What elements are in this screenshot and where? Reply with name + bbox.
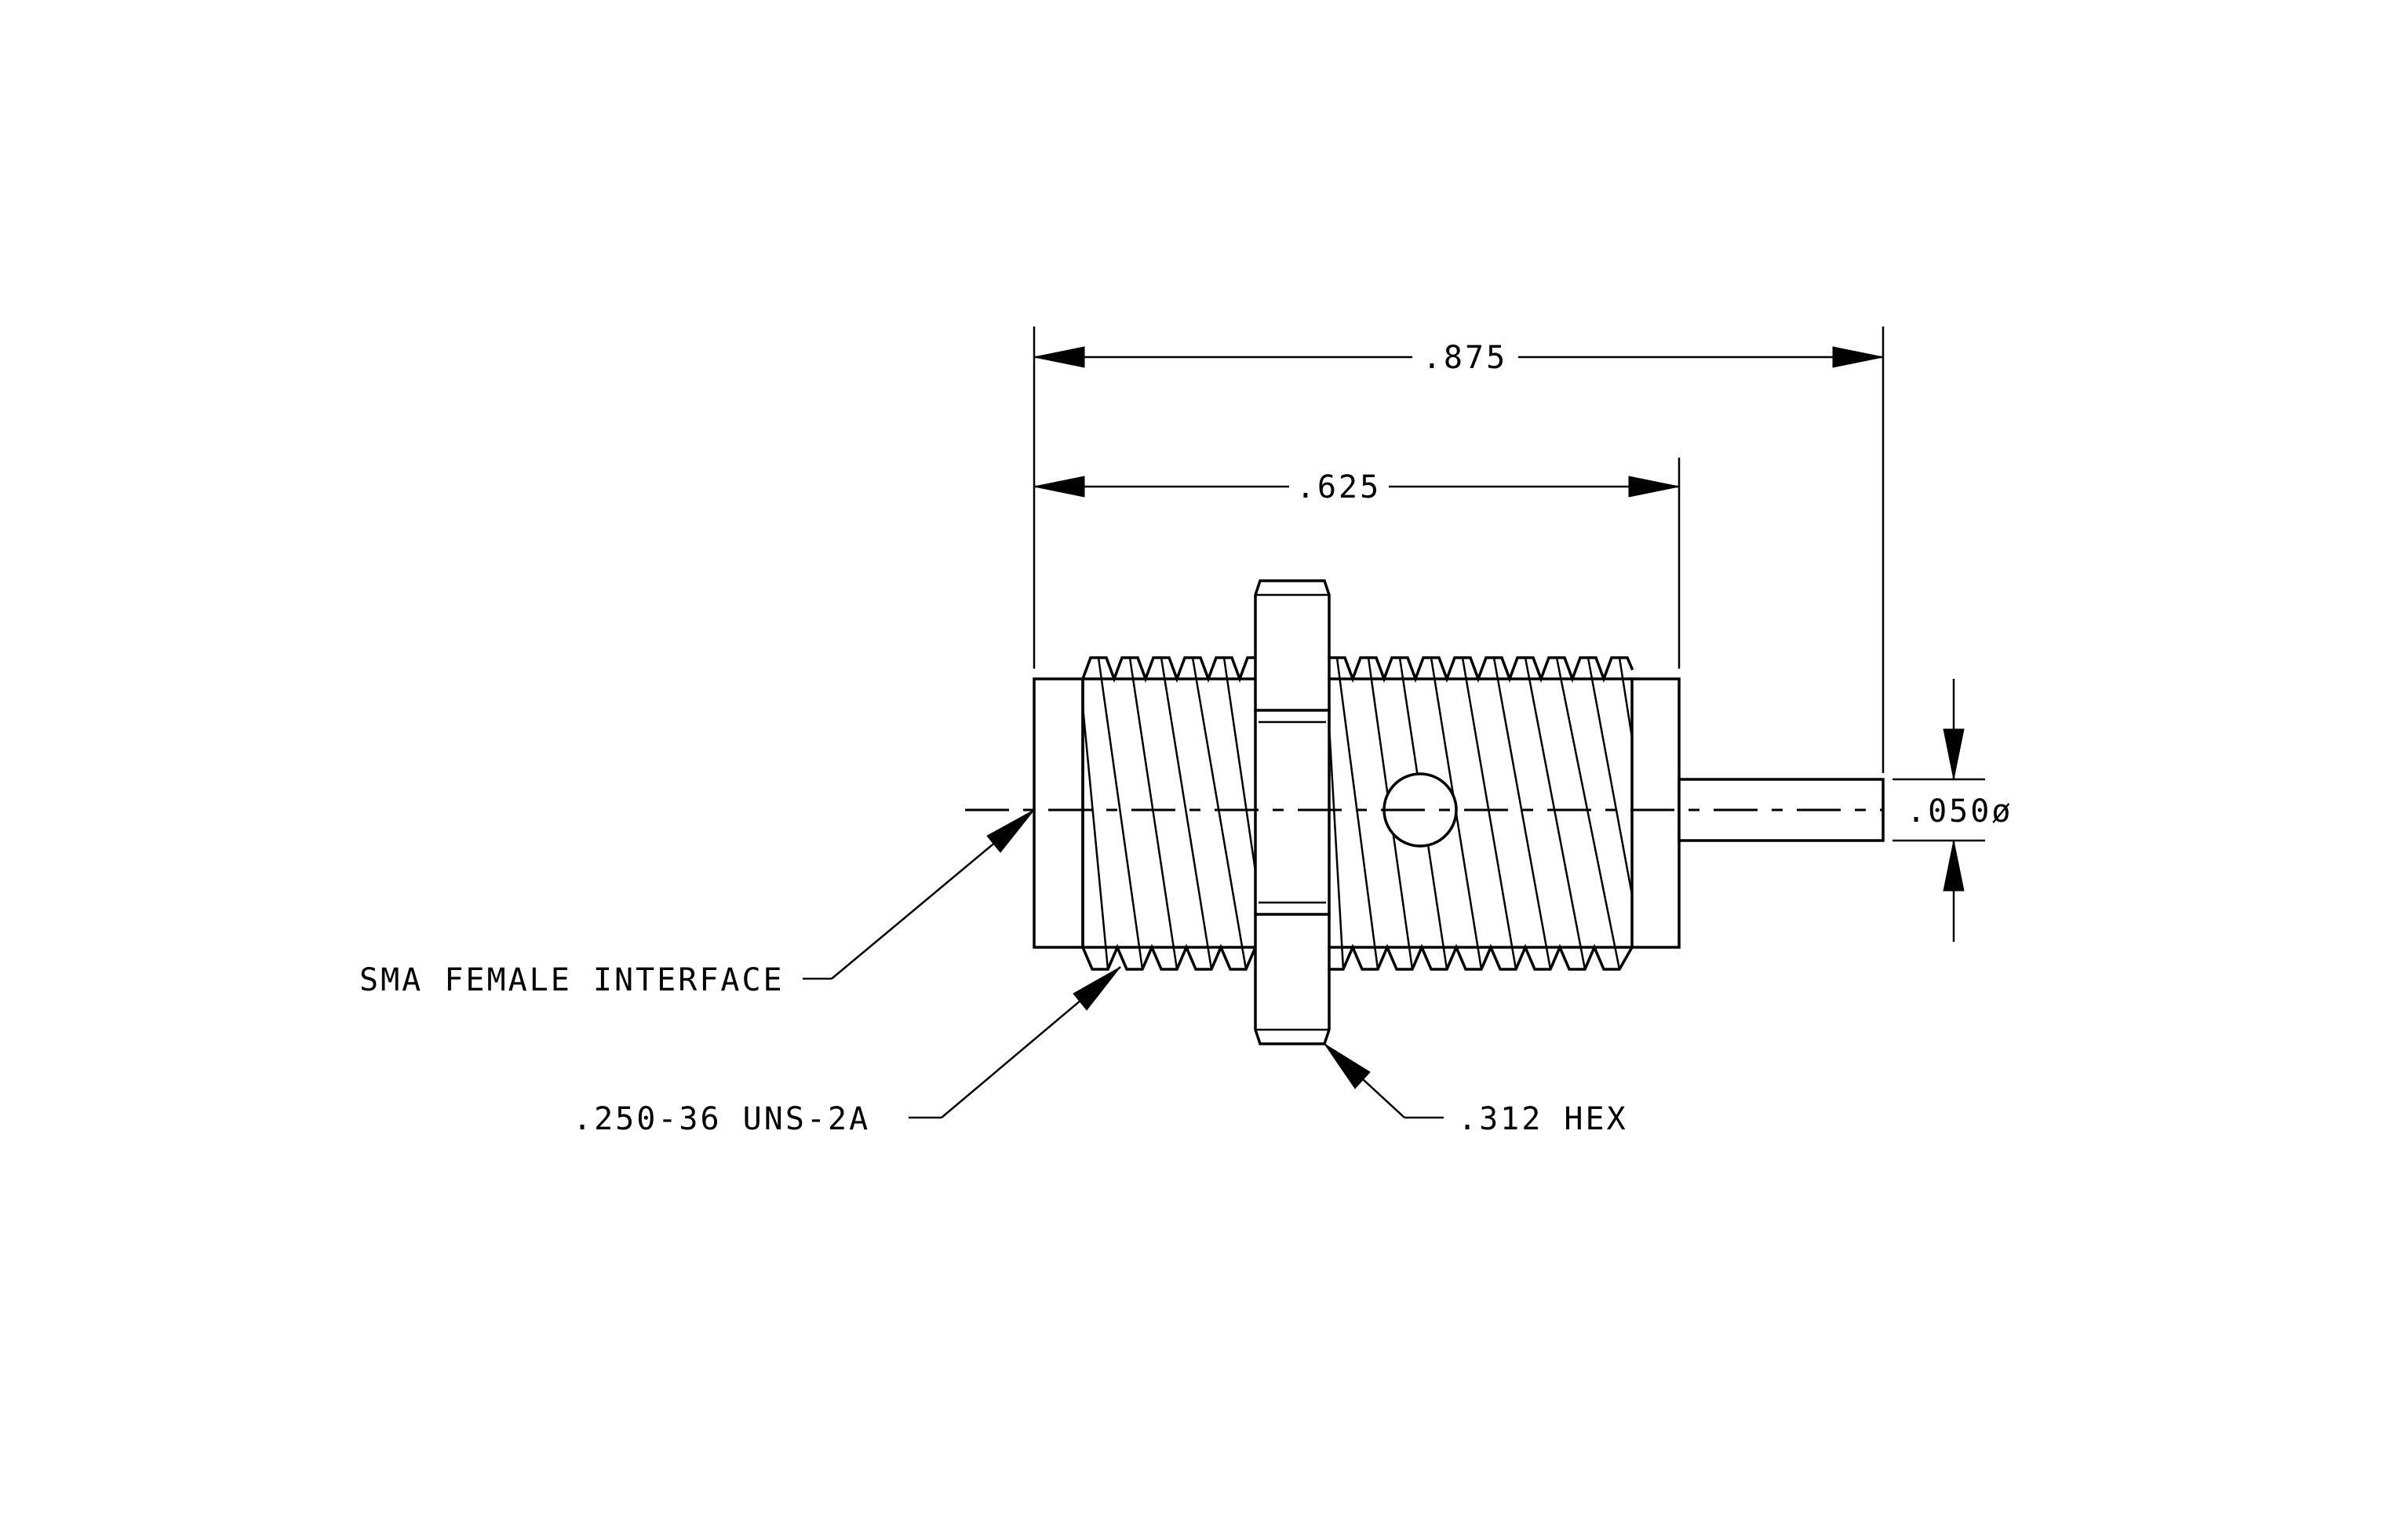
callout-hex-label: .312 HEX [1458,1101,1628,1137]
hex-nut [1254,579,1331,1045]
rear-flange [1630,677,1681,949]
dimension-overall-length: .875 [1033,326,1885,773]
callout-thread: .250-36 UNS-2A [573,966,1121,1137]
connector-body [965,579,1885,1045]
thread-right [1328,656,1634,971]
callout-hex: .312 HEX [1324,1043,1628,1137]
callout-interface-label: SMA FEMALE INTERFACE [359,962,785,998]
dimension-pin-diameter: .050ø [1893,679,2013,942]
callout-interface: SMA FEMALE INTERFACE [359,809,1035,998]
sma-interface-flange [1033,677,1084,949]
dimension-body-length: .625 [1033,458,1681,669]
dimension-pin-diameter-label: .050ø [1907,793,2013,830]
dimension-overall-length-label: .875 [1423,340,1507,376]
thread-left [1080,656,1258,971]
dimension-body-length-label: .625 [1296,469,1381,505]
callout-thread-label: .250-36 UNS-2A [573,1101,870,1137]
